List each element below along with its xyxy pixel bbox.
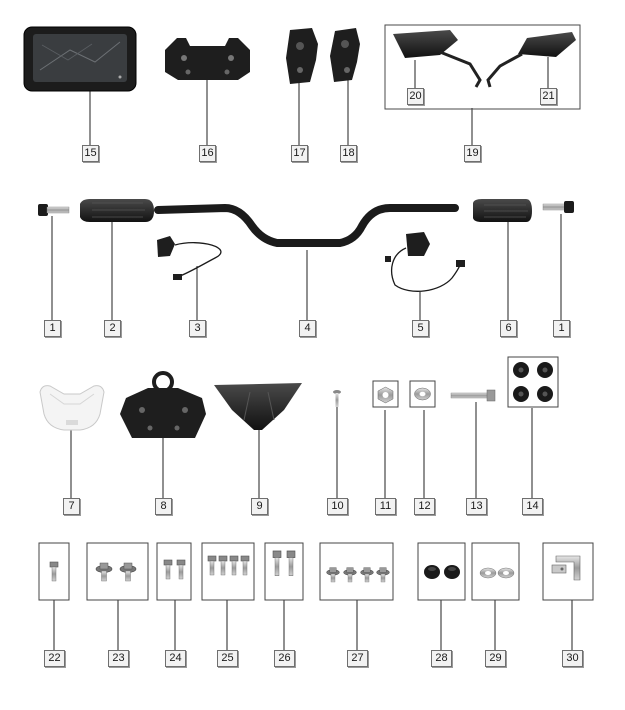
handlebar-clamp-icon (165, 38, 250, 80)
callout-label: 10 (327, 498, 348, 515)
callout-label: 3 (189, 320, 206, 337)
washer-icon (409, 380, 436, 408)
callout-label: 9 (251, 498, 268, 515)
fastener-box-28 (417, 542, 466, 601)
mirror-set-frame (384, 24, 581, 110)
mirror-icon (393, 30, 576, 88)
fastener-box-23 (86, 542, 149, 601)
callout-label: 23 (108, 650, 129, 667)
callout-label: 11 (375, 498, 396, 515)
callout-label: 20 (407, 88, 424, 105)
long-bolt-icon (450, 389, 496, 402)
callout-label: 2 (104, 320, 121, 337)
callout-label: 27 (347, 650, 368, 667)
callout-label: 17 (291, 145, 308, 162)
callout-label: 29 (485, 650, 506, 667)
callout-label: 8 (155, 498, 172, 515)
callout-label: 5 (412, 320, 429, 337)
callout-label: 28 (431, 650, 452, 667)
nut-icon (372, 380, 399, 408)
fastener-box-22 (38, 542, 70, 601)
callout-label: 22 (44, 650, 65, 667)
callout-label: 24 (165, 650, 186, 667)
bolt-icon (333, 390, 341, 407)
visor-icon (214, 383, 302, 430)
callout-label: 4 (299, 320, 316, 337)
fastener-box-24 (156, 542, 192, 601)
grip-icon (80, 199, 532, 222)
callout-label: 13 (466, 498, 487, 515)
mount-bracket-icon (120, 371, 206, 438)
callout-label: 1 (44, 320, 61, 337)
dashboard-display-icon (23, 26, 137, 92)
callout-label: 16 (199, 145, 216, 162)
switch-unit-icon (157, 232, 465, 292)
grommet-set-icon (507, 356, 559, 408)
callout-label: 19 (464, 145, 481, 162)
fastener-box-25 (201, 542, 255, 601)
leader-lines (51, 57, 573, 650)
callout-label: 1 (553, 320, 570, 337)
fastener-box-30 (542, 542, 594, 601)
white-cover-icon (39, 385, 105, 431)
callout-label: 25 (217, 650, 238, 667)
callout-label: 6 (500, 320, 517, 337)
callout-label: 7 (63, 498, 80, 515)
callout-label: 14 (522, 498, 543, 515)
callout-label: 12 (414, 498, 435, 515)
callout-label: 18 (340, 145, 357, 162)
fastener-box-27 (319, 542, 394, 601)
switch-housing-icon (286, 28, 360, 84)
fastener-box-29 (471, 542, 520, 601)
callout-label: 15 (82, 145, 99, 162)
bar-end-icon (38, 201, 574, 216)
fastener-box-26 (264, 542, 304, 601)
callout-label: 30 (562, 650, 583, 667)
callout-label: 26 (274, 650, 295, 667)
callout-label: 21 (540, 88, 557, 105)
handlebar-icon (154, 203, 459, 247)
